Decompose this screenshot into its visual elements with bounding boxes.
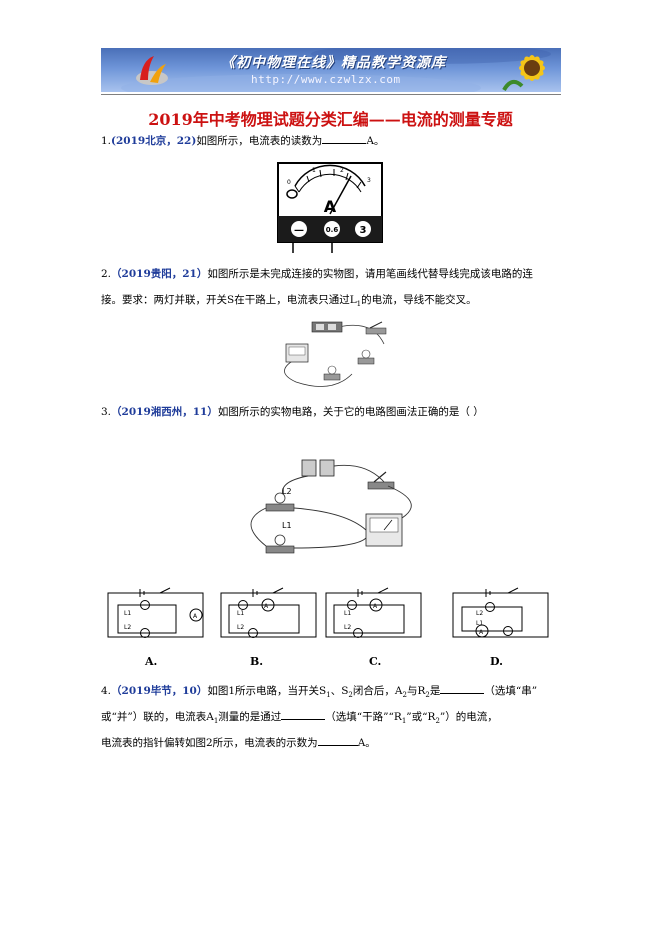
subscript: 2	[348, 691, 353, 700]
question-2-line-2: 接。要求：两灯并联，开关S在干路上，电流表只通过L1的电流，导线不能交叉。	[101, 289, 477, 315]
ammeter-letter: A	[324, 197, 337, 216]
question-text: 闭合后，A	[352, 685, 403, 697]
banner-url[interactable]: http://www.czwlzx.com	[251, 73, 401, 86]
circuit-photo: L2 L1	[250, 459, 412, 554]
svg-text:L1: L1	[237, 610, 244, 617]
question-4-line-1: 4.（2019毕节，10）如图1所示电路，当开关S1、S2闭合后，A2与R2是（…	[101, 680, 537, 706]
question-text: 接。要求：两灯并联，开关S在干路上，电流表只通过L	[101, 294, 357, 306]
sunflower-image	[502, 55, 545, 92]
question-3: 3.（2019湘西州，11）如图所示的实物电路，关于它的电路图画法正确的是（ ）	[101, 401, 484, 423]
option-d[interactable]: D.	[490, 655, 503, 668]
svg-text:3: 3	[367, 177, 371, 184]
site-logo	[136, 56, 168, 85]
subscript: 2	[435, 717, 440, 726]
answer-blank[interactable]	[322, 131, 367, 144]
banner-divider	[101, 94, 561, 95]
question-number: 1.	[101, 135, 112, 147]
svg-text:2: 2	[340, 167, 344, 174]
question-number: 2.	[101, 268, 112, 280]
document-title: 2019年中考物理试题分类汇编——电流的测量专题	[148, 110, 513, 129]
question-source: (2019北京，22)	[111, 135, 197, 147]
svg-text:L2: L2	[124, 624, 131, 631]
circuit-diagram-b	[220, 587, 317, 638]
subscript: 2	[425, 691, 430, 700]
question-text: 与R	[406, 685, 426, 697]
subscript: 1	[213, 717, 219, 726]
subscript: 1	[356, 300, 362, 309]
svg-text:A: A	[193, 613, 198, 620]
question-text: 电流表的指针偏转如图2所示，电流表的示数为	[101, 737, 318, 749]
terminal-negative: —	[294, 225, 304, 236]
terminal-3: 3	[360, 225, 367, 236]
header-banner: 《初中物理在线》精品教学资源库 http://www.czwlzx.com	[101, 48, 561, 92]
subscript: 1	[401, 717, 407, 726]
question-text: 如图所示的实物电路，关于它的电路图画法正确的是（ ）	[217, 406, 484, 418]
circuit-diagram-a	[107, 587, 204, 638]
question-text: 如图所示，电流表的读数为	[196, 135, 323, 147]
question-text: 是	[429, 685, 441, 697]
svg-text:A: A	[479, 629, 484, 636]
svg-text:1: 1	[312, 167, 316, 174]
svg-text:A: A	[373, 603, 378, 610]
question-source: （2019毕节，10）	[111, 685, 208, 697]
question-text: A。	[357, 737, 376, 749]
banner-background-art	[121, 48, 551, 92]
question-text: 如图所示是未完成连接的实物图，请用笔画线代替导线完成该电路的连	[207, 268, 533, 280]
option-b[interactable]: B.	[250, 655, 264, 668]
question-1: 1.(2019北京，22)如图所示，电流表的读数为 A。	[101, 130, 384, 152]
question-text: 测量的是通过	[218, 711, 282, 723]
subscript: 2	[402, 691, 407, 700]
answer-blank-1[interactable]	[440, 681, 485, 694]
svg-text:L2: L2	[344, 624, 351, 631]
answer-blank-2[interactable]	[281, 707, 326, 720]
photo-label-l1: L1	[282, 521, 292, 530]
svg-text:L2: L2	[476, 610, 483, 617]
question-4-line-3: 电流表的指针偏转如图2所示，电流表的示数为 A。	[101, 732, 376, 754]
svg-text:0: 0	[287, 179, 291, 186]
question-text: ”或“R	[406, 711, 436, 723]
question-text: 、S	[330, 685, 349, 697]
svg-text:A: A	[264, 603, 269, 610]
question-text: （选填“串”	[484, 685, 538, 697]
terminal-0-6: 0.6	[326, 226, 339, 234]
svg-text:L1: L1	[344, 610, 351, 617]
circuit-diagram-d	[452, 587, 549, 638]
question-number: 3.	[101, 406, 112, 418]
circuit-diagram-c	[325, 587, 422, 638]
question-text-end: A。	[366, 135, 385, 147]
question-text: （选填“干路”“R	[325, 711, 402, 723]
question-text: ”）的电流，	[439, 711, 498, 723]
question-number: 4.	[101, 685, 112, 697]
question-text: 或“并”）联的，电流表A	[101, 711, 214, 723]
option-a[interactable]: A.	[145, 655, 158, 668]
question-source: （2019湘西州，11）	[111, 406, 218, 418]
option-c[interactable]: C.	[369, 655, 382, 668]
question-2-line-1: 2.（2019贵阳，21）如图所示是未完成连接的实物图，请用笔画线代替导线完成该…	[101, 263, 533, 285]
subscript: 1	[326, 691, 331, 700]
banner-title: 《初中物理在线》精品教学资源库	[221, 55, 446, 71]
answer-blank-3[interactable]	[317, 733, 358, 746]
question-text-end: 的电流，导线不能交叉。	[361, 294, 477, 306]
question-source: （2019贵阳，21）	[111, 268, 208, 280]
svg-text:L1: L1	[476, 620, 483, 627]
question-text: 如图1所示电路，当开关S	[207, 685, 327, 697]
unconnected-circuit-photo	[284, 321, 387, 387]
svg-text:L2: L2	[237, 624, 244, 631]
svg-text:L1: L1	[124, 610, 131, 617]
question-4-line-2: 或“并”）联的，电流表A1测量的是通过（选填“干路”“R1”或“R2”）的电流，	[101, 706, 498, 732]
ammeter-figure: 0 1 2 3 A — 0.6 3	[277, 162, 383, 253]
photo-label-l2: L2	[282, 487, 292, 496]
